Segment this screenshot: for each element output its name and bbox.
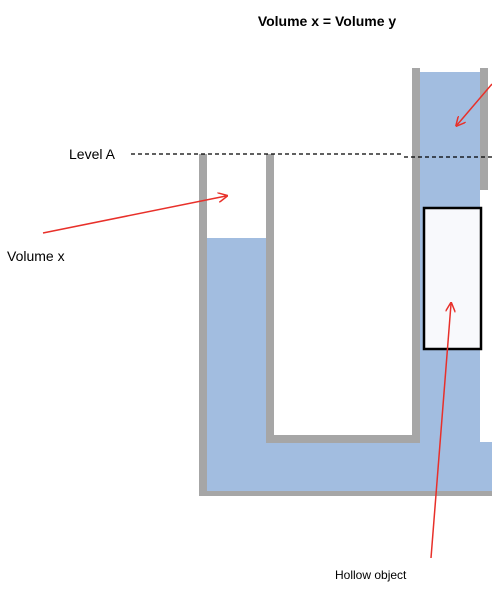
outer-left-wall xyxy=(199,154,207,496)
outer-right-wall xyxy=(480,68,488,190)
diagram-title: Volume x = Volume y xyxy=(258,13,397,29)
hollow-object-arrow xyxy=(430,304,451,559)
hollow-object xyxy=(422,206,483,351)
outer-bottom-wall xyxy=(199,491,492,496)
hollow-object-label: Hollow object xyxy=(335,568,407,582)
u-tube-walls xyxy=(199,68,492,496)
inner-left-wall xyxy=(266,154,274,442)
volume-y-arrow xyxy=(457,83,492,125)
level-a-line xyxy=(131,153,492,158)
level-a-label: Level A xyxy=(69,146,116,162)
inner-bottom-wall xyxy=(266,435,419,443)
volume-x-label: Volume x xyxy=(7,248,65,264)
volume-x-arrow xyxy=(42,196,226,234)
inner-right-wall xyxy=(412,68,420,443)
